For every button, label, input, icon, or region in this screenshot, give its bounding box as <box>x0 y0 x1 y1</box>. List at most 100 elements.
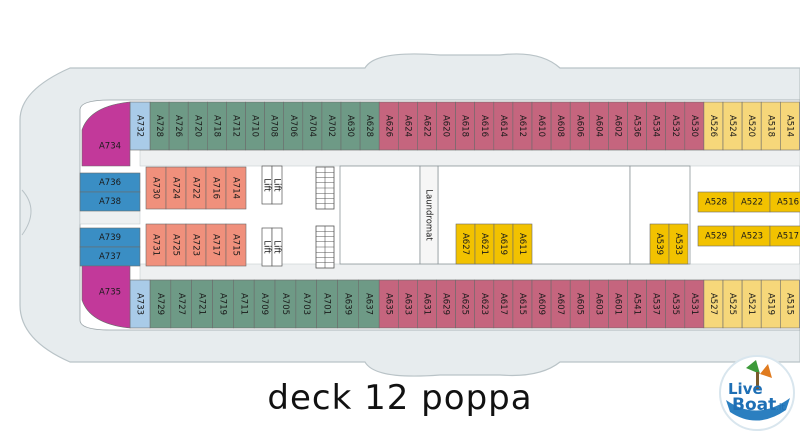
cabin-magenta: A734 <box>81 101 131 167</box>
lift: Lift <box>262 227 273 267</box>
cabin-label: A519 <box>765 293 775 315</box>
cabin-label: A606 <box>574 115 584 137</box>
cabin-label: A532 <box>670 115 680 137</box>
cabin-label: A531 <box>689 293 699 315</box>
cabin-pink: A607 <box>550 279 571 329</box>
cabin-yellow-aft: A516 <box>769 191 800 213</box>
cabin-pink: A625 <box>455 279 476 329</box>
cabin-pink: A624 <box>397 101 418 151</box>
stairs-bottom <box>315 225 335 269</box>
cabin-salmon: A714 <box>225 166 247 210</box>
cabin-blue: A736 <box>79 172 141 193</box>
cabin-green: A703 <box>295 279 317 329</box>
cabin-pink: A606 <box>569 101 590 151</box>
cabin-pink: A623 <box>474 279 495 329</box>
cabin-label: A514 <box>784 115 794 137</box>
cabin-yellow: A520 <box>741 101 762 151</box>
cabin-pink: A603 <box>588 279 609 329</box>
cabin-pink: A608 <box>550 101 571 151</box>
cabin-pink: A537 <box>646 279 666 329</box>
corridor-bottom <box>139 263 800 281</box>
cabin-label: A719 <box>217 293 227 315</box>
cabin-label: A529 <box>705 232 727 242</box>
cabin-pink: A531 <box>684 279 705 329</box>
cabin-label: A601 <box>612 293 622 315</box>
cabin-label: A528 <box>705 198 727 208</box>
cabin-pink: A535 <box>665 279 686 329</box>
laundromat-area <box>419 165 439 265</box>
cabin-label: A712 <box>230 115 240 137</box>
cabin-green: A702 <box>321 101 342 151</box>
cabin-yellow: A518 <box>760 101 781 151</box>
cabin-label: A623 <box>479 293 489 315</box>
cabin-green: A709 <box>253 279 276 329</box>
cabin-green: A705 <box>274 279 297 329</box>
cabin-label: A708 <box>269 115 279 137</box>
cabin-label: A533 <box>673 233 683 255</box>
cabin-label: A616 <box>479 115 489 137</box>
cabin-label: A729 <box>155 293 165 315</box>
cabin-pink: A635 <box>378 279 399 329</box>
cabin-label: A530 <box>689 115 699 137</box>
cabin-salmon: A724 <box>165 166 187 210</box>
cabin-green: A637 <box>358 279 380 329</box>
cabin-pink: A604 <box>588 101 609 151</box>
cabin-pink: A620 <box>436 101 456 151</box>
liveboat-logo: Live Boat .it <box>719 355 795 431</box>
cabin-label: A731 <box>151 234 161 256</box>
cabin-label: A535 <box>670 293 680 315</box>
cabin-pink: A532 <box>665 101 686 151</box>
cabin-yellow-aft: A523 <box>733 225 771 247</box>
cabin-pink: A615 <box>512 279 533 329</box>
cabin-pink: A612 <box>512 101 533 151</box>
lift: Lift <box>272 165 283 205</box>
cabin-label: A630 <box>345 115 355 137</box>
cabin-green: A718 <box>207 101 227 151</box>
cabin-pink: A610 <box>531 101 552 151</box>
cabin-salmon: A717 <box>205 223 227 267</box>
cabin-label: A728 <box>154 115 164 137</box>
cabin-label: A717 <box>211 234 221 256</box>
cabin-label: A537 <box>651 293 661 315</box>
cabin-salmon: A725 <box>165 223 187 267</box>
cabin-pink: A605 <box>569 279 590 329</box>
cabin-label: A735 <box>99 288 121 298</box>
core-room-1 <box>339 165 421 265</box>
lift: Lift <box>262 165 273 205</box>
cabin-label: A710 <box>250 115 260 137</box>
cabin-label: A527 <box>708 293 718 315</box>
cabin-label: A722 <box>191 177 201 199</box>
cabin-label: A720 <box>192 115 202 137</box>
cabin-label: A524 <box>727 115 737 137</box>
cabin-label: A737 <box>99 252 121 262</box>
cabin-label: A732 <box>135 115 145 137</box>
cabin-pink: A626 <box>378 101 399 151</box>
cabin-pink: A622 <box>417 101 437 151</box>
cabin-green: A711 <box>233 279 255 329</box>
cabin-label: A610 <box>536 115 546 137</box>
cabin-label: A624 <box>402 115 412 137</box>
cabin-yellow-inner: A621 <box>474 223 495 265</box>
cabin-green: A710 <box>245 101 265 151</box>
cabin-green: A706 <box>283 101 304 151</box>
cabin-yellow: A514 <box>779 101 800 151</box>
cabin-green: A704 <box>302 101 323 151</box>
cabin-label: A727 <box>176 293 186 315</box>
cabin-label: A516 <box>777 198 799 208</box>
logo-text-boat: Boat <box>732 395 776 415</box>
cabin-label: A734 <box>99 142 121 152</box>
stairs-top <box>315 166 335 210</box>
cabin-pink: A602 <box>608 101 628 151</box>
cabin-salmon: A715 <box>225 223 247 267</box>
cabin-salmon: A716 <box>205 166 227 210</box>
cabin-label: A627 <box>460 233 470 255</box>
cabin-label: A604 <box>593 115 603 137</box>
cabin-label: A704 <box>307 115 317 137</box>
cabin-pink: A616 <box>474 101 495 151</box>
cabin-yellow: A519 <box>760 279 781 329</box>
cabin-pink: A618 <box>455 101 476 151</box>
cabin-green: A708 <box>264 101 285 151</box>
cabin-label: A525 <box>727 293 737 315</box>
